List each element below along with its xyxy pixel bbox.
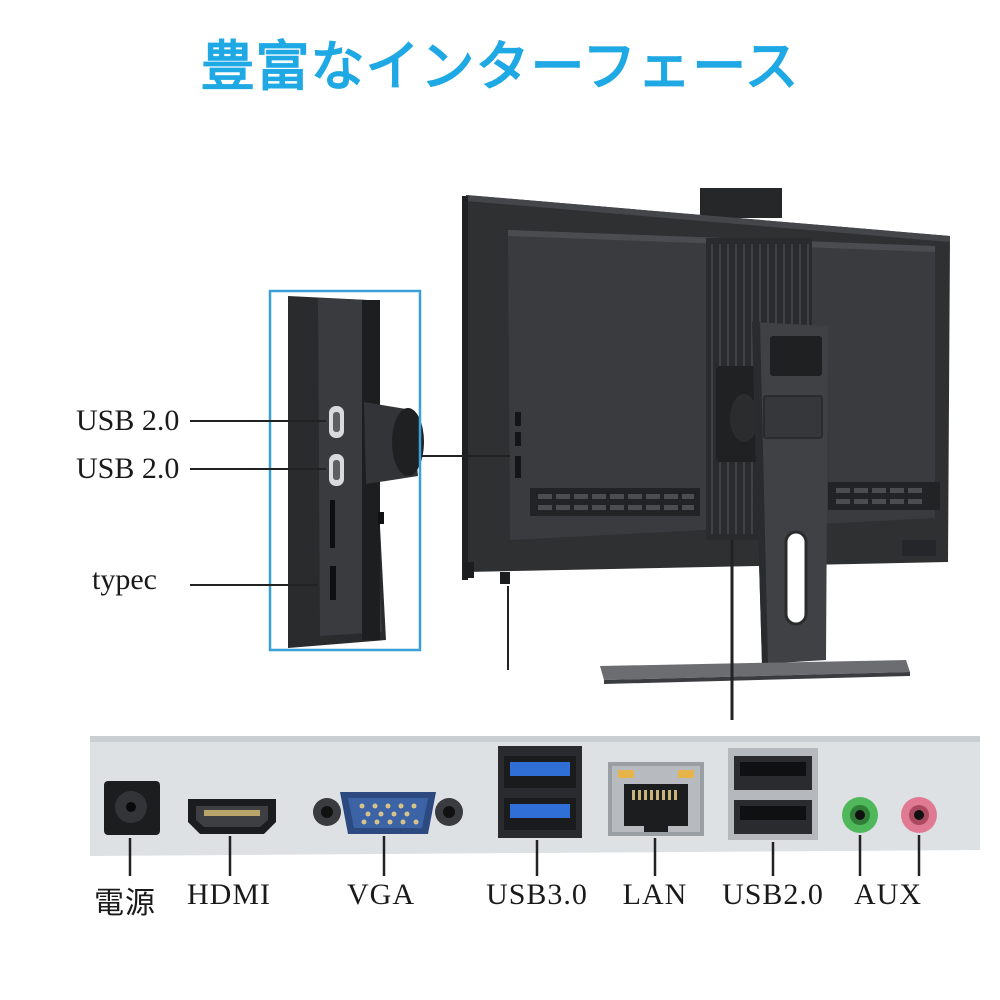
rear-port-label-aux: AUX [854, 878, 922, 911]
audio-jack-icon [842, 797, 878, 833]
inset-frame [268, 289, 422, 652]
vent-grille [538, 488, 922, 510]
ethernet-port-icon [608, 762, 704, 836]
usb-c-port-icon [329, 406, 344, 438]
side-port-label-usb2: USB 2.0 [76, 452, 180, 485]
rear-port-panel [90, 736, 980, 856]
usb-c-port-icon [329, 454, 344, 486]
rear-port-label-lan: LAN [622, 878, 688, 911]
rear-port-label-usb3: USB3.0 [486, 878, 588, 911]
usb2-port-icon [728, 748, 818, 840]
card-slot-icon [330, 566, 336, 600]
side-port-label-typec: typec [92, 563, 157, 596]
rear-port-label-vga: VGA [347, 878, 415, 911]
dc-power-jack-icon [104, 781, 160, 835]
side-ports-inset [268, 289, 424, 652]
rear-port-label-power: 電源 [94, 887, 156, 920]
monitor-rear-view [462, 188, 950, 684]
side-port-label-usb1: USB 2.0 [76, 404, 180, 437]
card-slot-icon [330, 500, 335, 548]
rear-port-label-hdmi: HDMI [187, 878, 271, 911]
hdmi-port-icon [188, 799, 276, 834]
vga-port-icon [313, 792, 463, 834]
page-title: 豊富なインターフェース [200, 35, 800, 98]
audio-jack-icon [901, 797, 937, 833]
rear-port-label-usb2: USB2.0 [722, 878, 824, 911]
webcam-module [700, 188, 782, 218]
usb3-port-icon [498, 746, 582, 838]
